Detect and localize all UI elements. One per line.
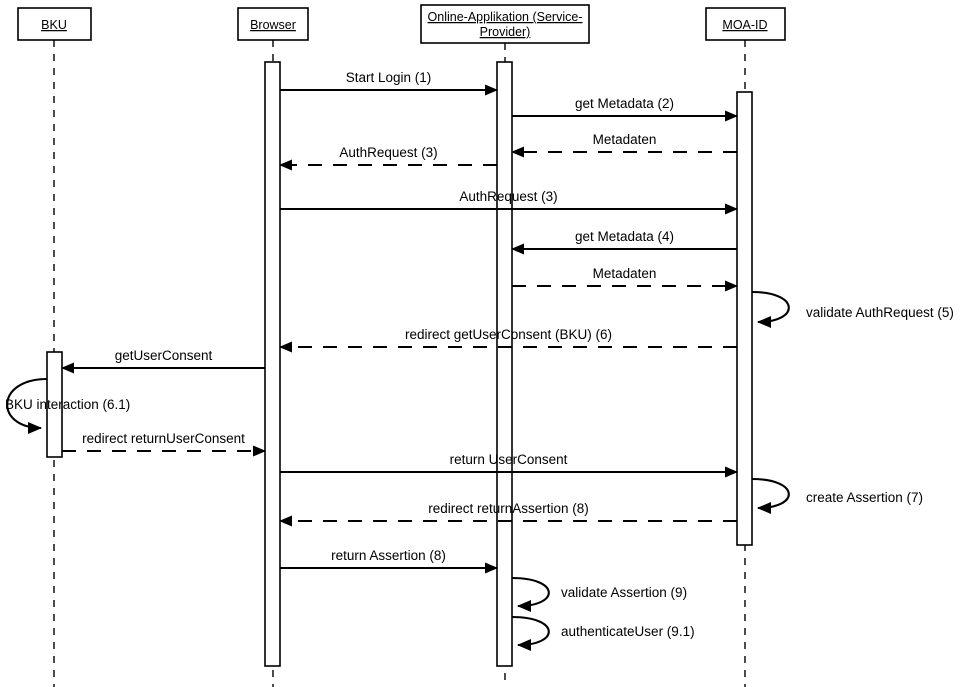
lifeline-header-box-browser[interactable] (237, 7, 309, 41)
lifeline-header-box-moa-id[interactable] (705, 7, 786, 41)
message-label-m7: Metadaten (593, 266, 657, 281)
lifeline-title-browser: Browser (250, 18, 296, 32)
self-loop-label-s5: authenticateUser (9.1) (561, 624, 695, 639)
lifeline-title-moa-id: MOA-ID (722, 18, 767, 32)
self-loop-label-s1: validate AuthRequest (5) (806, 305, 954, 320)
self-loop-label-s2: BKU interaction (6.1) (5, 397, 130, 412)
message-label-m3: Metadaten (593, 132, 657, 147)
self-loop-s1 (751, 290, 790, 328)
lifeline-title-bku: BKU (41, 18, 67, 32)
message-label-m6: get Metadata (4) (575, 229, 674, 244)
self-loop-s5 (511, 615, 550, 651)
message-label-m12: redirect returnAssertion (8) (428, 501, 589, 516)
activation-bar-bku (46, 351, 63, 458)
message-label-m9: getUserConsent (115, 348, 213, 363)
activation-bar-online-applikation (496, 61, 513, 667)
message-label-m11: return UserConsent (450, 452, 568, 467)
message-label-m10: redirect returnUserConsent (82, 431, 245, 446)
activation-bar-moa-id (736, 91, 753, 546)
message-label-m5: AuthRequest (3) (459, 189, 557, 204)
activation-bar-group (46, 61, 753, 667)
message-label-m2: get Metadata (2) (575, 96, 674, 111)
activation-bar-browser (264, 61, 281, 667)
lifeline-header-group: BKU Browser Online-Applikation (Service-Pr… (17, 4, 786, 44)
lifeline-title-online-applikation-line2: Provider) (480, 25, 531, 39)
message-label-m4: AuthRequest (3) (339, 145, 437, 160)
lifeline-header-box-bku[interactable] (17, 7, 92, 41)
self-loop-s2 (6, 377, 48, 434)
self-message-group: validate AuthRequest (5) BKU interaction … (5, 290, 954, 651)
message-label-m13: return Assertion (8) (331, 548, 446, 563)
message-label-m8: redirect getUserConsent (BKU) (6) (405, 327, 612, 342)
message-label-m1: Start Login (1) (346, 70, 432, 85)
lifeline-header-box-online-applikation[interactable] (420, 4, 590, 44)
lifeline-title-online-applikation-line1: Online-Applikation (Service- (428, 10, 583, 24)
self-loop-s3 (751, 477, 790, 514)
self-loop-label-s3: create Assertion (7) (806, 490, 923, 505)
self-loop-label-s4: validate Assertion (9) (561, 585, 687, 600)
message-group: Start Login (1) get Metadata (2) Metadaten… (61, 70, 738, 574)
self-loop-s4 (511, 576, 550, 612)
